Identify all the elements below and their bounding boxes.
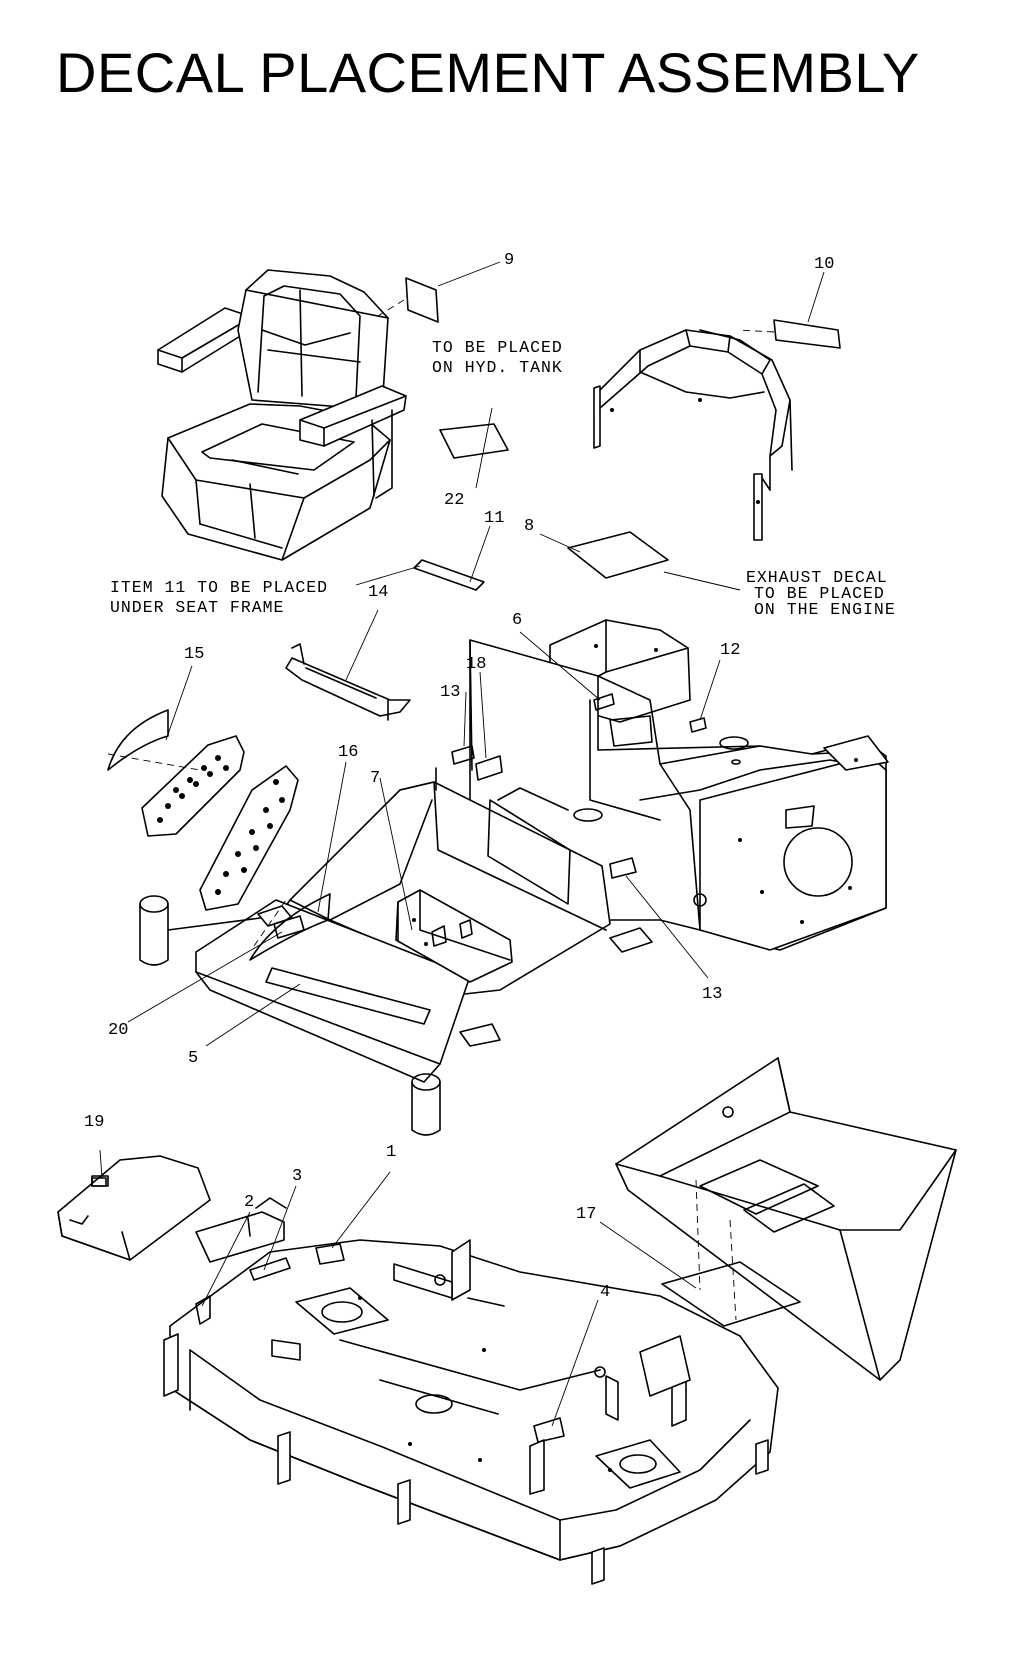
callout-13-bottom: 13 xyxy=(702,985,722,1004)
placement-notes: TO BE PLACED ON HYD. TANK ITEM 11 TO BE … xyxy=(110,338,896,619)
decal-14 xyxy=(475,755,503,781)
callout-14: 18 xyxy=(466,655,486,674)
seat-plate-drawing xyxy=(57,1155,211,1261)
decal-10 xyxy=(773,319,841,349)
decal-20 xyxy=(273,915,305,939)
decal-11 xyxy=(413,559,485,591)
decal-6 xyxy=(593,693,615,711)
callout-5: 5 xyxy=(188,1049,198,1068)
decal-22 xyxy=(439,423,509,459)
decal-13-a xyxy=(451,745,475,765)
callout-18: 17 xyxy=(576,1205,596,1224)
decal-5 xyxy=(265,967,431,1025)
note-hyd-tank-line-1: TO BE PLACED xyxy=(432,338,563,357)
callout-22: 22 xyxy=(444,491,464,510)
note-exhaust-line-1: EXHAUST DECAL xyxy=(746,568,888,587)
callout-2: 2 xyxy=(244,1193,254,1212)
callout-8: 8 xyxy=(524,517,534,536)
callout-3: 3 xyxy=(292,1167,302,1186)
callout-9: 9 xyxy=(504,251,514,270)
note-exhaust-line-2: TO BE PLACED xyxy=(754,584,885,603)
rops-bar-drawing xyxy=(593,329,793,541)
callout-labels: 9 10 22 11 8 14 6 12 15 18 13 16 7 13 20… xyxy=(84,251,834,1302)
leader-lines xyxy=(99,261,825,1427)
note-item11-line-2: UNDER SEAT FRAME xyxy=(110,598,284,617)
seat-bracket-drawing xyxy=(285,643,411,721)
decal-13-b xyxy=(609,857,637,879)
seat-drawing xyxy=(157,269,407,561)
callout-15: 14 xyxy=(368,583,388,602)
callout-12: 12 xyxy=(720,641,740,660)
decal-8 xyxy=(567,531,669,579)
mower-deck-drawing xyxy=(163,1197,779,1585)
callout-6: 6 xyxy=(512,611,522,630)
callout-7: 7 xyxy=(370,769,380,788)
decals xyxy=(91,277,841,1443)
decal-19 xyxy=(91,1175,109,1187)
foot-plate-drawing xyxy=(615,1057,957,1381)
page-title: DECAL PLACEMENT ASSEMBLY xyxy=(56,41,920,104)
callout-13-top: 13 xyxy=(440,683,460,702)
note-item11-line-1: ITEM 11 TO BE PLACED xyxy=(110,578,328,597)
decal-1 xyxy=(315,1243,345,1265)
decal-9 xyxy=(405,277,439,323)
callout-11: 11 xyxy=(484,509,504,528)
decal-3 xyxy=(249,1257,291,1281)
callout-19: 19 xyxy=(84,1113,104,1132)
callout-20: 20 xyxy=(108,1021,128,1040)
callout-4: 4 xyxy=(600,1283,610,1302)
decal-12 xyxy=(689,717,707,733)
callout-17: 16 xyxy=(338,743,358,762)
callout-1: 1 xyxy=(386,1143,396,1162)
decal-18 xyxy=(661,1261,801,1327)
callout-10: 10 xyxy=(814,255,834,274)
side-panels-drawing xyxy=(107,709,331,961)
note-exhaust-line-3: ON THE ENGINE xyxy=(754,600,896,619)
callout-16: 15 xyxy=(184,645,204,664)
note-hyd-tank-line-2: ON HYD. TANK xyxy=(432,358,563,377)
decal-4 xyxy=(533,1417,565,1443)
